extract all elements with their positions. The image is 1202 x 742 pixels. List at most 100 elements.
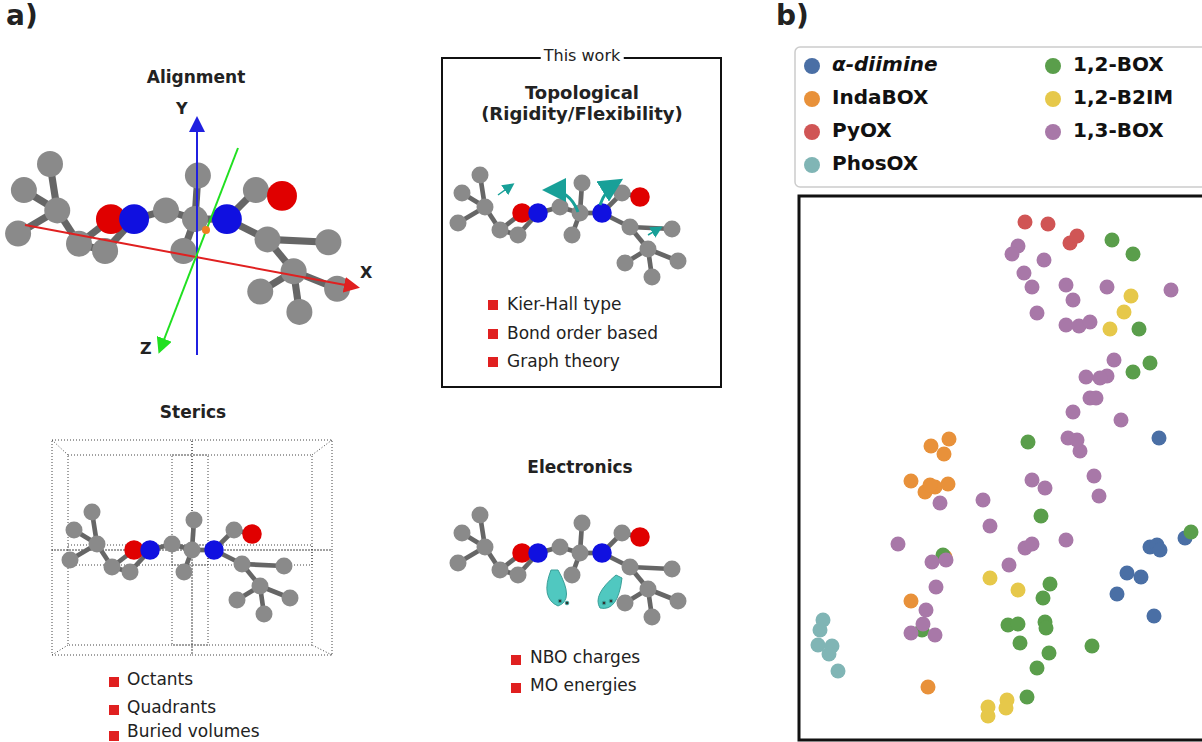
data-point [1079,370,1094,385]
label-text: 1,3-BOX [1073,119,1164,142]
data-point [1042,646,1057,661]
data-point [904,594,919,609]
data-point [1107,353,1122,368]
data-point [1083,315,1098,330]
label-text: α-diimine [832,53,938,76]
data-point [1070,229,1085,244]
data-point [924,439,939,454]
data-point [942,432,957,447]
label-text: Z [140,340,152,358]
data-point [1030,661,1045,676]
data-point [1059,533,1074,548]
data-point [1120,566,1135,581]
label-text: Alignment [147,68,246,88]
data-point [1043,577,1058,592]
data-point [933,496,948,511]
data-point [999,701,1014,716]
data-point [822,647,837,662]
data-point [1021,435,1036,450]
data-point [976,493,991,508]
data-point [1020,690,1035,705]
data-point [1013,636,1028,651]
label-text: b) [776,0,809,32]
label-text: Kier-Hall type [507,295,621,315]
data-point [929,580,944,595]
data-point [925,555,940,570]
data-point [1037,253,1052,268]
legend-swatch [1045,58,1061,74]
data-point [928,628,943,643]
data-point [923,478,938,493]
data-point [1030,306,1045,321]
data-point [1087,469,1102,484]
data-point [1041,217,1056,232]
label-text: Electronics [527,458,632,478]
data-point [983,571,998,586]
label-text: a) [6,0,38,32]
data-point [937,447,952,462]
data-point [813,623,828,638]
label-text: PyOX [832,119,892,142]
data-point [1092,489,1107,504]
data-point [1143,356,1158,371]
label-text: 1,2-B2IM [1073,86,1173,109]
data-point [919,603,934,618]
data-point [939,553,954,568]
molecule [62,504,299,623]
label-text: Sterics [160,403,226,423]
data-point [1100,280,1115,295]
data-point [983,519,998,534]
data-point [1070,433,1085,448]
label-text: X [360,264,372,282]
octant-grid [52,440,332,655]
data-point [916,617,931,632]
data-point [1126,247,1141,262]
data-point [1126,365,1141,380]
data-point [1011,583,1026,598]
data-point [1018,215,1033,230]
data-point [1147,609,1162,624]
data-point [1124,289,1139,304]
data-point [1066,405,1081,420]
bullet-marks [109,300,521,741]
data-point [1132,322,1147,337]
data-point [1114,413,1129,428]
legend-swatch [804,91,820,107]
label-text: NBO charges [530,648,640,668]
data-point [1089,391,1104,406]
data-point [1025,280,1040,295]
data-point [904,474,919,489]
label-text: Y [176,100,188,118]
legend-swatch [1045,124,1061,140]
legend-box [795,47,1202,187]
molecule [5,151,350,325]
label-text: PhosOX [832,152,918,175]
plot-frame [799,196,1202,740]
rotation-arrows [498,182,660,235]
data-point [1093,371,1108,386]
legend-swatch [804,124,820,140]
data-point [1017,266,1032,281]
legend-swatch [1045,91,1061,107]
label-text: Quadrants [127,698,216,718]
data-point [1025,473,1040,488]
label-text: This work [541,47,624,65]
data-point [1152,431,1167,446]
legend-swatch [804,58,820,74]
data-point [1103,322,1118,337]
label-text: Octants [127,670,193,690]
data-point [941,477,956,492]
molecule [450,167,687,286]
label-text: Bond order based [507,324,658,344]
label-text: 1,2-BOX [1073,53,1164,76]
data-point [921,680,936,695]
lone-pairs [547,570,622,608]
data-point [1059,278,1074,293]
label-text: IndaBOX [832,86,928,109]
data-point [1164,283,1179,298]
data-point [1034,509,1049,524]
data-point [1085,639,1100,654]
data-point [1036,591,1051,606]
data-point [1002,558,1017,573]
data-point [1110,587,1125,602]
